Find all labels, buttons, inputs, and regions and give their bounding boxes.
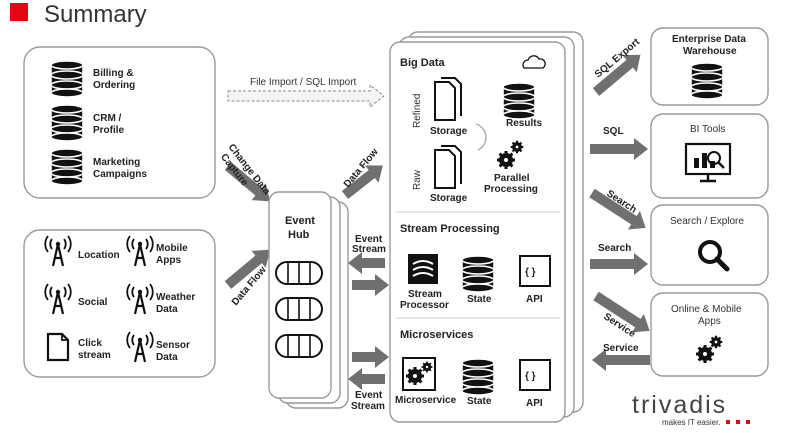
sql-arrow [590,138,648,160]
stream-weather-l1: Weather [156,292,195,303]
source-crm-l1: CRM / [93,113,122,124]
big-data-title: Big Data [400,57,446,69]
event-hub-l2: Hub [288,229,310,241]
api-glyph-micro: { } [525,371,536,382]
database-icon-billing [50,60,84,98]
search-icon [698,240,730,272]
platform-box [389,41,566,423]
source-marketing-l2: Campaigns [93,169,147,180]
brand-dots [726,420,750,424]
database-icon-marketing [50,148,84,186]
event-hub-l1: Event [285,215,315,227]
database-icon-edw [690,62,724,100]
brand-logo: trivadis [632,391,727,419]
service-arrow-2 [592,349,650,371]
stream-api-label: API [526,294,543,305]
database-icon-results [502,82,536,120]
stream-processor-l1: Stream [408,289,442,300]
stream-processor-icon [408,254,438,284]
service-arrow-1 [593,291,650,333]
source-billing-l1: Billing & [93,68,134,79]
event-stream-bottom-l1: Event [355,390,383,401]
storage-label-raw: Storage [430,193,468,204]
page-title: Summary [44,1,147,28]
parallel-l2: Processing [484,184,538,195]
search-explore-box [650,204,769,286]
stream-click-l1: Click [78,338,102,349]
queue-icon-2 [275,297,323,321]
raw-label: Raw [412,169,423,190]
stream-sensor-l1: Sensor [156,340,190,351]
database-icon-crm [50,104,84,142]
refine-curve [475,123,487,151]
cloud-icon [522,55,546,69]
search-explore-label: Search / Explore [670,216,744,227]
edw-l2: Warehouse [683,46,737,57]
bi-tools-label: BI Tools [690,124,725,135]
refined-label: Refined [412,94,423,128]
data-flow-arrow-right [341,165,383,199]
storage-icon-refined [434,77,462,121]
database-icon-micro-state [461,358,495,396]
dashboard-icon [684,142,732,183]
database-icon-stream-state [461,255,495,293]
stream-processor-l2: Processor [400,300,449,311]
stream-social: Social [78,297,108,308]
service-label-2: Service [603,343,639,354]
stream-sensor-l2: Data [156,352,178,363]
api-glyph-stream: { } [525,267,536,278]
event-stream-bottom-l2: Stream [351,401,385,412]
data-flow-arrow-left [224,249,271,289]
sql-label: SQL [603,126,624,137]
file-import-label: File Import / SQL Import [250,77,357,88]
parallel-l1: Parallel [494,173,530,184]
edw-l1: Enterprise Data [672,34,746,45]
microservices-title: Microservices [400,329,473,341]
microservice-icon [402,357,436,391]
file-icon-clickstream [46,332,70,362]
search-arrow-2 [590,253,648,275]
source-billing-l2: Ordering [93,80,135,91]
micro-state-label: State [467,396,492,407]
queue-icon-1 [275,261,323,285]
storage-label-refined: Storage [430,126,468,137]
stream-location: Location [78,250,120,261]
micro-api-label: API [526,398,543,409]
online-mobile-l2: Apps [698,316,721,327]
microservice-label: Microservice [395,395,457,406]
stream-mobile-l1: Mobile [156,243,188,254]
stream-processing-title: Stream Processing [400,223,500,235]
brand-tagline: makes IT easier. [662,418,721,427]
stream-click-l2: stream [78,350,111,361]
online-mobile-box [650,292,769,377]
event-stream-arrow-in-top [348,252,389,296]
online-mobile-l1: Online & Mobile [671,304,742,315]
source-marketing-l1: Marketing [93,157,140,168]
stream-mobile-l2: Apps [156,255,181,266]
storage-icon-raw [434,145,462,189]
event-stream-arrow-bottom [348,346,389,390]
queue-icon-3 [275,334,323,358]
cdc-arrow [224,162,271,202]
search-arrow-1 [589,188,646,230]
search-label-2: Search [598,243,631,254]
results-label: Results [506,118,543,129]
title-marker [10,3,28,21]
cdc-label: Change Data Capture [218,142,272,197]
sql-export-arrow [592,54,641,96]
event-stream-top-l2: Stream [352,244,386,255]
event-stream-top-l1: Event [355,234,383,245]
file-import-arrow [227,83,385,109]
source-crm-l2: Profile [93,125,125,136]
stream-sources-box [23,229,216,378]
stream-state-label: State [467,294,492,305]
stream-weather-l2: Data [156,304,178,315]
